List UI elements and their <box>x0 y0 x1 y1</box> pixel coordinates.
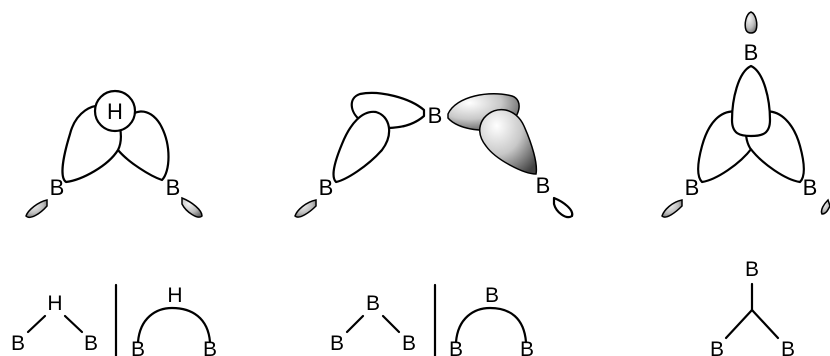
bhb-struct-h-label: H <box>47 292 62 315</box>
bbb-lower-left-lobe <box>332 110 391 184</box>
bhb-b-left-label: B <box>50 175 65 200</box>
bbb-closed-left-b-label: B <box>685 175 700 200</box>
bbb-arc-top-label: B <box>485 284 499 307</box>
bhb-struct-b-left-label: B <box>11 332 25 355</box>
bbb-center-b-label: B <box>428 103 443 128</box>
bbb-closed-left-back-lobe <box>661 199 683 218</box>
bhb-h-label: H <box>107 99 123 124</box>
bhb-orbital-diagram: H B B <box>25 89 203 218</box>
bbb-right-back-lobe <box>552 196 574 219</box>
bbb-struct-bond-left <box>345 314 365 334</box>
bhb-struct-bond-right <box>63 314 84 334</box>
bbb-struct-top-label: B <box>366 292 380 315</box>
bbb-closed-top-b-label: B <box>744 40 759 65</box>
bhb-b-right-label: B <box>166 175 181 200</box>
bbb-struct-left-label: B <box>330 332 344 355</box>
bbb-left-back-lobe <box>294 199 317 218</box>
bbb-arc-left-label: B <box>449 338 463 356</box>
bbb-y-top-label: B <box>745 258 759 281</box>
bbb-open-orbital-diagram: B B B <box>294 91 574 219</box>
bbb-struct-bond-right <box>381 314 401 334</box>
bbb-y-right-label: B <box>781 338 795 356</box>
bbb-closed-top-lobe <box>730 64 772 138</box>
bbb-y-bond-right <box>750 308 780 340</box>
bbb-closed-orbital-diagram: B B B <box>661 11 830 218</box>
bbb-shaded-lower-lobe <box>479 108 538 175</box>
hydrogen-orbital-circle <box>93 89 137 133</box>
bbb-y-left-label: B <box>710 338 724 356</box>
bhb-left-back-lobe <box>25 199 48 218</box>
bhb-right-lobe <box>116 110 170 182</box>
bbb-closed-right-back-lobe <box>820 198 830 215</box>
bbb-arc-right-label: B <box>520 338 534 356</box>
bbb-y-bond-left <box>724 308 754 340</box>
bhb-arc-structure: H B B <box>131 284 217 356</box>
bbb-y-structure: B B B <box>710 258 795 356</box>
bhb-arc-b-right-label: B <box>203 338 217 356</box>
bhb-struct-b-right-label: B <box>84 332 98 355</box>
bbb-struct-right-label: B <box>402 332 416 355</box>
bbb-arc-bond <box>454 306 528 344</box>
bbb-arc-structure: B B B <box>449 284 534 356</box>
bbb-left-b-label: B <box>319 175 334 200</box>
bhb-arc-b-left-label: B <box>131 338 145 356</box>
bhb-line-structure: H B B <box>11 292 98 355</box>
bhb-arc-h-label: H <box>167 284 182 307</box>
bbb-line-structure: B B B <box>330 292 416 355</box>
bhb-right-back-lobe <box>181 196 203 218</box>
bhb-arc-bond <box>136 306 212 344</box>
bhb-struct-bond-left <box>26 314 47 334</box>
bbb-closed-right-b-label: B <box>803 175 818 200</box>
bbb-right-b-label: B <box>536 173 551 198</box>
bbb-closed-top-back-lobe <box>744 11 758 34</box>
